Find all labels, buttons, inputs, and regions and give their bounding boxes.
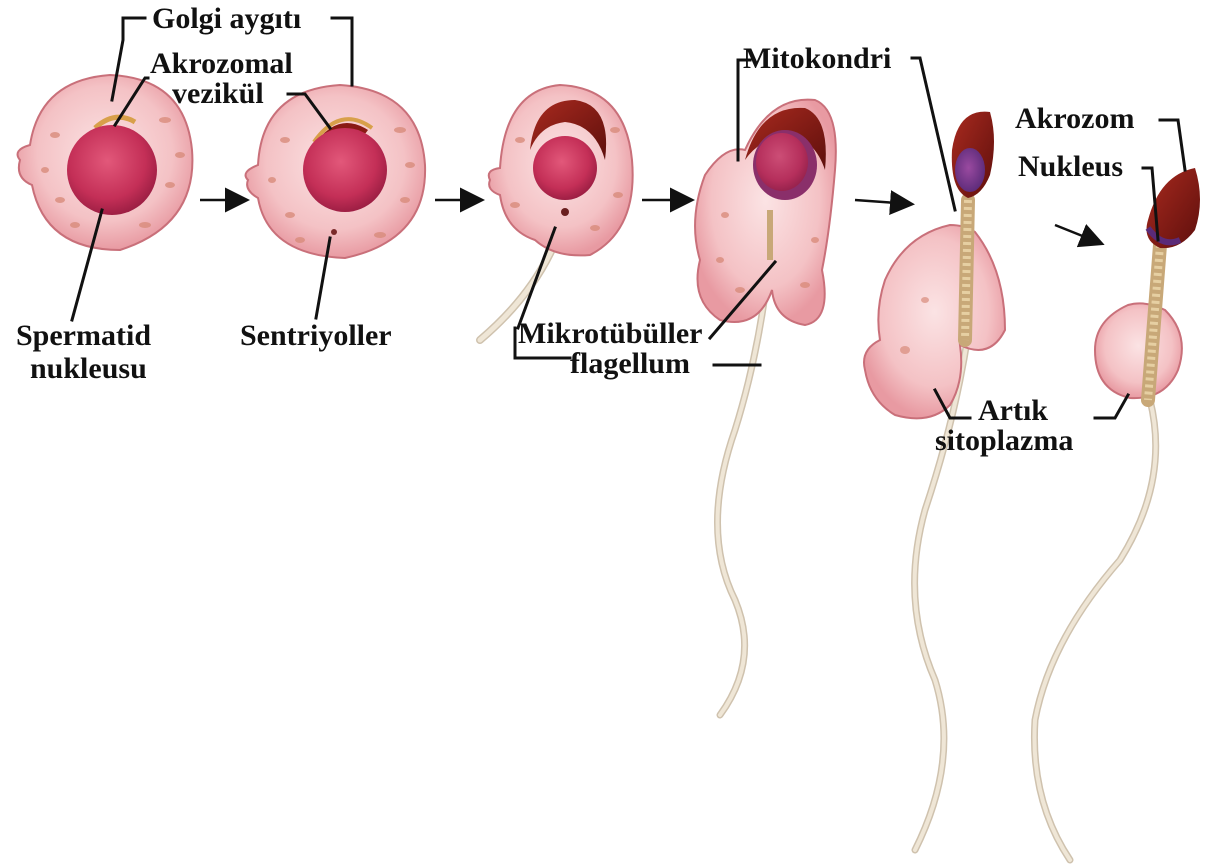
label-nucleus: Nukleus [1018, 150, 1123, 183]
label-centrioles: Sentriyoller [240, 319, 392, 352]
stage-4-cell [695, 100, 836, 715]
label-acrosome: Akrozom [1015, 102, 1134, 135]
label-spermatid-nucleus-line1: Spermatid [16, 319, 151, 352]
stage-3-cell [480, 85, 633, 340]
label-acrosomal-vesicle-line1: Akrozomal [150, 47, 293, 80]
label-golgi-apparatus: Golgi aygıtı [152, 2, 301, 35]
label-residual-cytoplasm-line1: Artık [978, 394, 1048, 427]
arrow-4 [855, 200, 910, 204]
label-flagellum: flagellum [570, 347, 690, 380]
label-microtubules: Mikrotübüller [518, 317, 702, 350]
stage-1-cell [18, 75, 193, 250]
stage-5-cell [864, 112, 1005, 850]
label-spermatid-nucleus-line2: nukleusu [30, 352, 147, 385]
stage-6-cell [1034, 168, 1200, 860]
label-mitochondria: Mitokondri [743, 42, 891, 75]
arrow-5 [1055, 225, 1100, 243]
label-acrosomal-vesicle-line2: vezikül [172, 77, 264, 110]
stage-2-cell [246, 85, 426, 258]
label-residual-cytoplasm-line2: sitoplazma [935, 424, 1073, 457]
